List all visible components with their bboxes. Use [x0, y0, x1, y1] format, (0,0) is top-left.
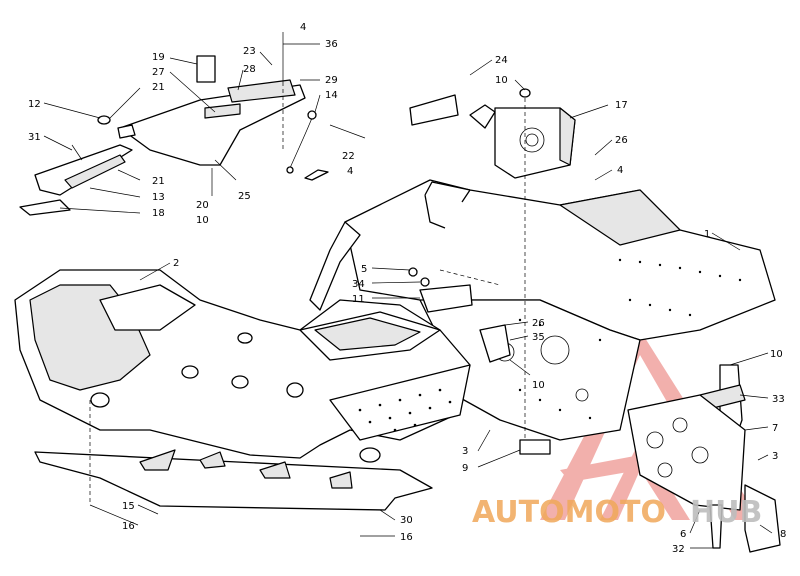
callout-29: 29 [325, 75, 338, 86]
watermark-text: AUTOMOTO HUB [472, 495, 762, 530]
callout-33: 33 [772, 394, 785, 405]
upper-right-brackets [409, 88, 576, 179]
callout-10c: 10 [532, 380, 545, 391]
lower-right-brackets [627, 364, 781, 553]
callout-16a: 16 [122, 521, 135, 532]
callout-9: 9 [462, 463, 468, 474]
callout-labels: 4 36 23 19 27 28 29 14 21 12 31 21 13 18… [28, 22, 786, 555]
callout-22: 22 [342, 151, 355, 162]
callout-32: 32 [672, 544, 685, 555]
callout-21a: 21 [152, 82, 165, 93]
callout-18: 18 [152, 208, 165, 219]
footrest-assembly [19, 144, 133, 216]
callout-23: 23 [243, 46, 256, 57]
callout-15: 15 [122, 501, 135, 512]
callout-19: 19 [152, 52, 165, 63]
callout-35: 35 [532, 332, 545, 343]
callout-3b: 3 [462, 446, 468, 457]
callout-10b: 10 [495, 75, 508, 86]
callout-27: 27 [152, 67, 165, 78]
frame-rivets [518, 258, 742, 420]
callout-25: 25 [238, 191, 251, 202]
callout-4c: 4 [617, 165, 623, 176]
callout-11: 11 [352, 294, 365, 305]
callout-3a: 3 [772, 451, 778, 462]
callout-30: 30 [400, 515, 413, 526]
callout-17: 17 [615, 100, 628, 111]
tubes [90, 332, 381, 463]
callout-7: 7 [772, 423, 778, 434]
callout-10d: 10 [770, 349, 783, 360]
front-suspension-frame [14, 269, 471, 463]
callout-14: 14 [325, 90, 338, 101]
callout-26a: 26 [615, 135, 628, 146]
leader-lines [43, 32, 773, 549]
callout-16b: 16 [400, 532, 413, 543]
fasteners [408, 267, 551, 455]
callout-20: 20 [196, 200, 209, 211]
callout-24: 24 [495, 55, 508, 66]
tray-perforations [358, 388, 452, 432]
watermark-automoto: AUTOMOTO [472, 495, 666, 530]
watermark-hub: HUB [690, 495, 762, 530]
callout-5: 5 [361, 264, 367, 275]
callout-34: 34 [352, 279, 365, 290]
callout-1: 1 [704, 229, 710, 240]
callout-4a: 4 [300, 22, 306, 33]
callout-21b: 21 [152, 176, 165, 187]
belly-pan [34, 449, 433, 511]
callout-31: 31 [28, 132, 41, 143]
callout-26b: 26 [532, 318, 545, 329]
callout-28: 28 [243, 64, 256, 75]
callout-13: 13 [152, 192, 165, 203]
callout-8: 8 [780, 529, 786, 540]
callout-12: 12 [28, 99, 41, 110]
callout-6: 6 [680, 529, 686, 540]
callout-36: 36 [325, 39, 338, 50]
callout-10a: 10 [196, 215, 209, 226]
callout-2: 2 [173, 258, 179, 269]
callout-4b: 4 [347, 166, 353, 177]
cable-assembly [71, 110, 366, 181]
upper-bracket-assembly [97, 55, 306, 166]
